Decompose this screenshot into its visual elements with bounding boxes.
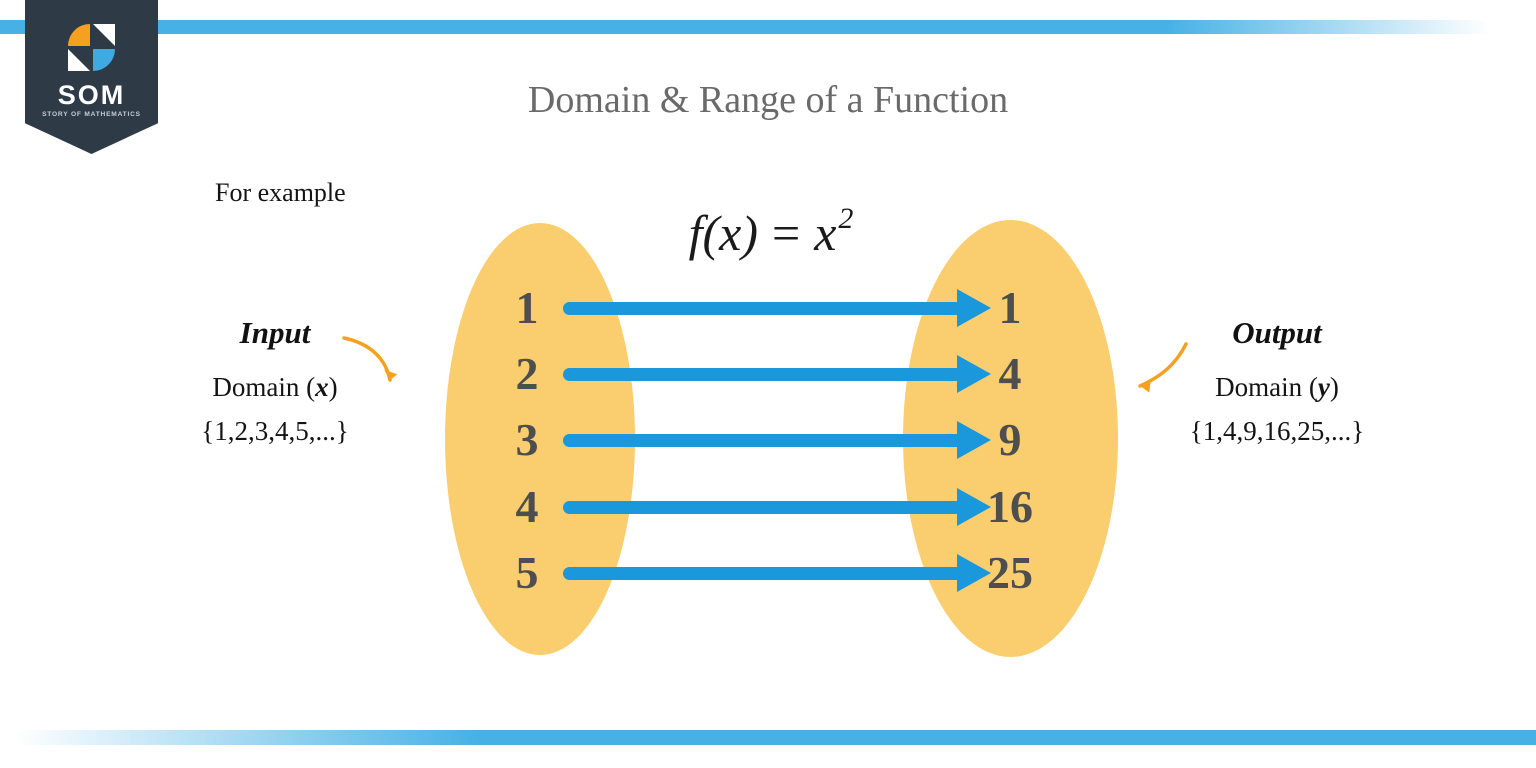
domain-value: 4 [515,481,539,532]
mapping-arrow-line [563,434,965,447]
bottom-accent-bar [0,730,1536,745]
domain-value: 5 [515,547,539,598]
logo-banner: SOM STORY OF MATHEMATICS [25,0,158,154]
mapping-row: 2 4 [445,346,1117,402]
logo-wordmark: SOM [57,80,126,110]
output-domain-line: Domain (y) [1172,372,1382,402]
input-domain-line: Domain (x) [170,372,380,402]
logo-quarter-orange [68,24,90,46]
input-title: Input [239,315,311,350]
mapping-arrow-head-icon [957,421,991,459]
input-variable: x [315,372,329,402]
logo-triangle-bottom [68,49,90,71]
input-domain-suffix: ) [328,372,338,402]
output-variable: y [1317,372,1330,402]
mapping-arrow-line [563,368,965,381]
mapping-row: 5 25 [445,545,1117,601]
output-domain-suffix: ) [1329,372,1339,402]
output-set: {1,4,9,16,25,...} [1189,416,1365,446]
mapping-arrow-line [563,501,965,514]
input-curved-arrow-icon [342,336,398,382]
range-value: 25 [987,547,1033,598]
logo-triangle-top [93,24,115,46]
mapping-arrow-head-icon [957,355,991,393]
output-domain-prefix: Domain ( [1215,372,1318,402]
mapping-row: 4 16 [445,479,1117,535]
mapping-row: 3 9 [445,412,1117,468]
for-example-label: For example [215,178,346,207]
output-block: Output Domain (y) {1,4,9,16,25,...} [1172,315,1382,447]
formula-exponent: 2 [838,202,854,236]
logo-tagline: STORY OF MATHEMATICS [42,111,141,118]
input-block: Input Domain (x) {1,2,3,4,5,...} [170,315,380,447]
function-formula: f(x)=x2 [610,202,930,262]
formula-equals: = [771,205,801,261]
domain-value: 2 [515,348,539,399]
page-title: Domain & Range of a Function [527,79,1009,121]
range-value: 4 [998,348,1022,399]
formula-lhs: f(x) [688,205,758,261]
range-value: 9 [998,414,1022,465]
top-accent-bar [0,20,1536,34]
mapping-row: 1 1 [445,280,1117,336]
logo-quarter-blue [93,49,115,71]
input-domain-prefix: Domain ( [212,372,316,402]
mapping-arrow-head-icon [957,554,991,592]
mapping-arrow-head-icon [957,488,991,526]
formula-base: x [814,205,837,261]
domain-value: 3 [515,414,539,465]
input-set: {1,2,3,4,5,...} [201,416,349,446]
range-value: 1 [998,282,1022,333]
range-value: 16 [987,481,1033,532]
domain-value: 1 [515,282,539,333]
output-curved-arrow-icon [1138,342,1188,393]
mapping-arrow-line [563,567,965,580]
output-title: Output [1232,315,1322,350]
mapping-arrow-line [563,302,965,315]
som-logo-icon [68,24,115,71]
mapping-arrow-head-icon [957,289,991,327]
